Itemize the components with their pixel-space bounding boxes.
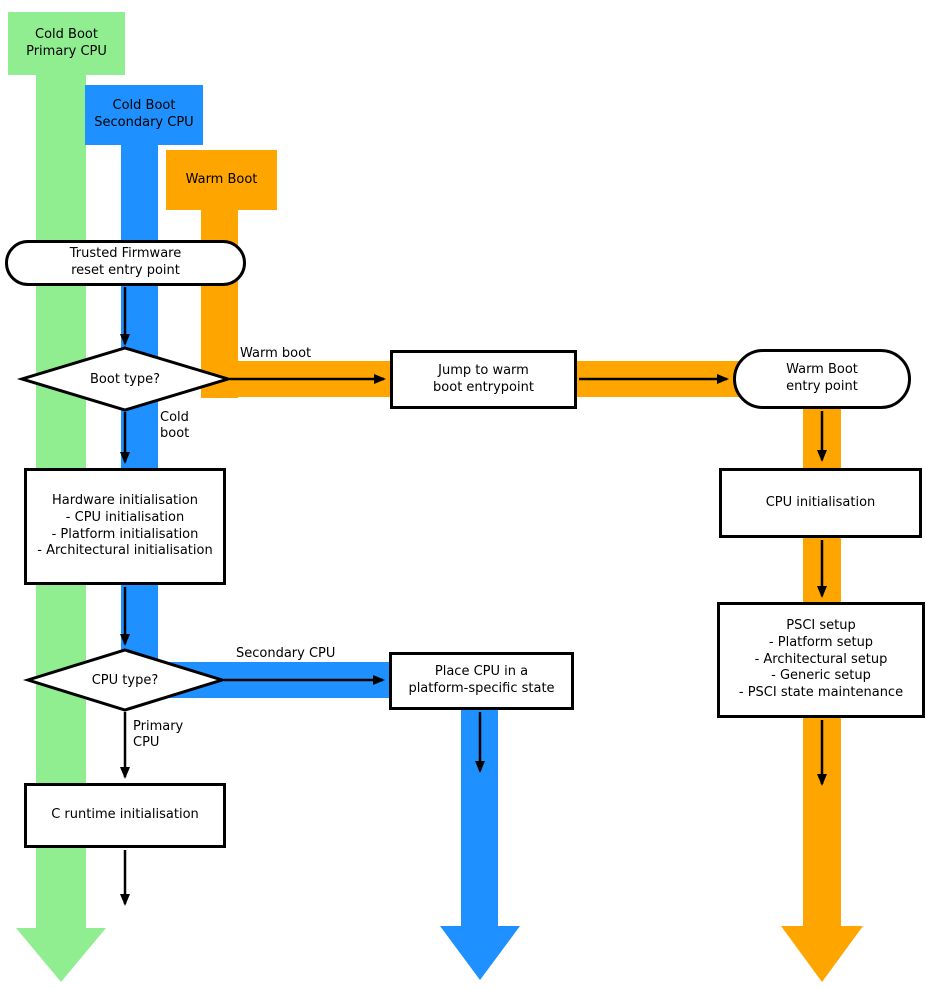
edge-label-cold-boot: Cold boot [160, 410, 190, 441]
secondary-cpu-flow-arrowhead [440, 926, 520, 980]
decision-boot-type-label: Boot type? [90, 371, 160, 387]
edge-label-warm-boot: Warm boot [240, 346, 312, 361]
node-place-cpu-platform-state: Place CPU in a platform-specific state [389, 652, 574, 710]
warm-boot-flow-arrowhead [781, 926, 863, 982]
lane-label-cold-boot-secondary: Cold Boot Secondary CPU [85, 85, 203, 145]
node-hardware-initialisation: Hardware initialisation - CPU initialisa… [24, 468, 226, 585]
node-psci-setup: PSCI setup - Platform setup - Architectu… [717, 602, 925, 718]
node-warm-boot-entry-point: Warm Boot entry point [733, 349, 911, 409]
primary-cpu-flow-arrowhead [16, 928, 106, 982]
decision-cpu-type-label: CPU type? [91, 672, 159, 688]
lane-label-warm-boot: Warm Boot [166, 150, 277, 210]
edge-label-secondary-cpu: Secondary CPU [236, 646, 336, 661]
node-cpu-initialisation: CPU initialisation [719, 468, 922, 538]
node-reset-entry-point: Trusted Firmware reset entry point [5, 240, 246, 286]
lane-label-cold-boot-primary: Cold Boot Primary CPU [8, 12, 125, 75]
node-jump-warm-boot: Jump to warm boot entrypoint [390, 350, 577, 409]
node-c-runtime-initialisation: C runtime initialisation [24, 783, 226, 848]
edge-label-primary-cpu: Primary CPU [133, 719, 184, 750]
